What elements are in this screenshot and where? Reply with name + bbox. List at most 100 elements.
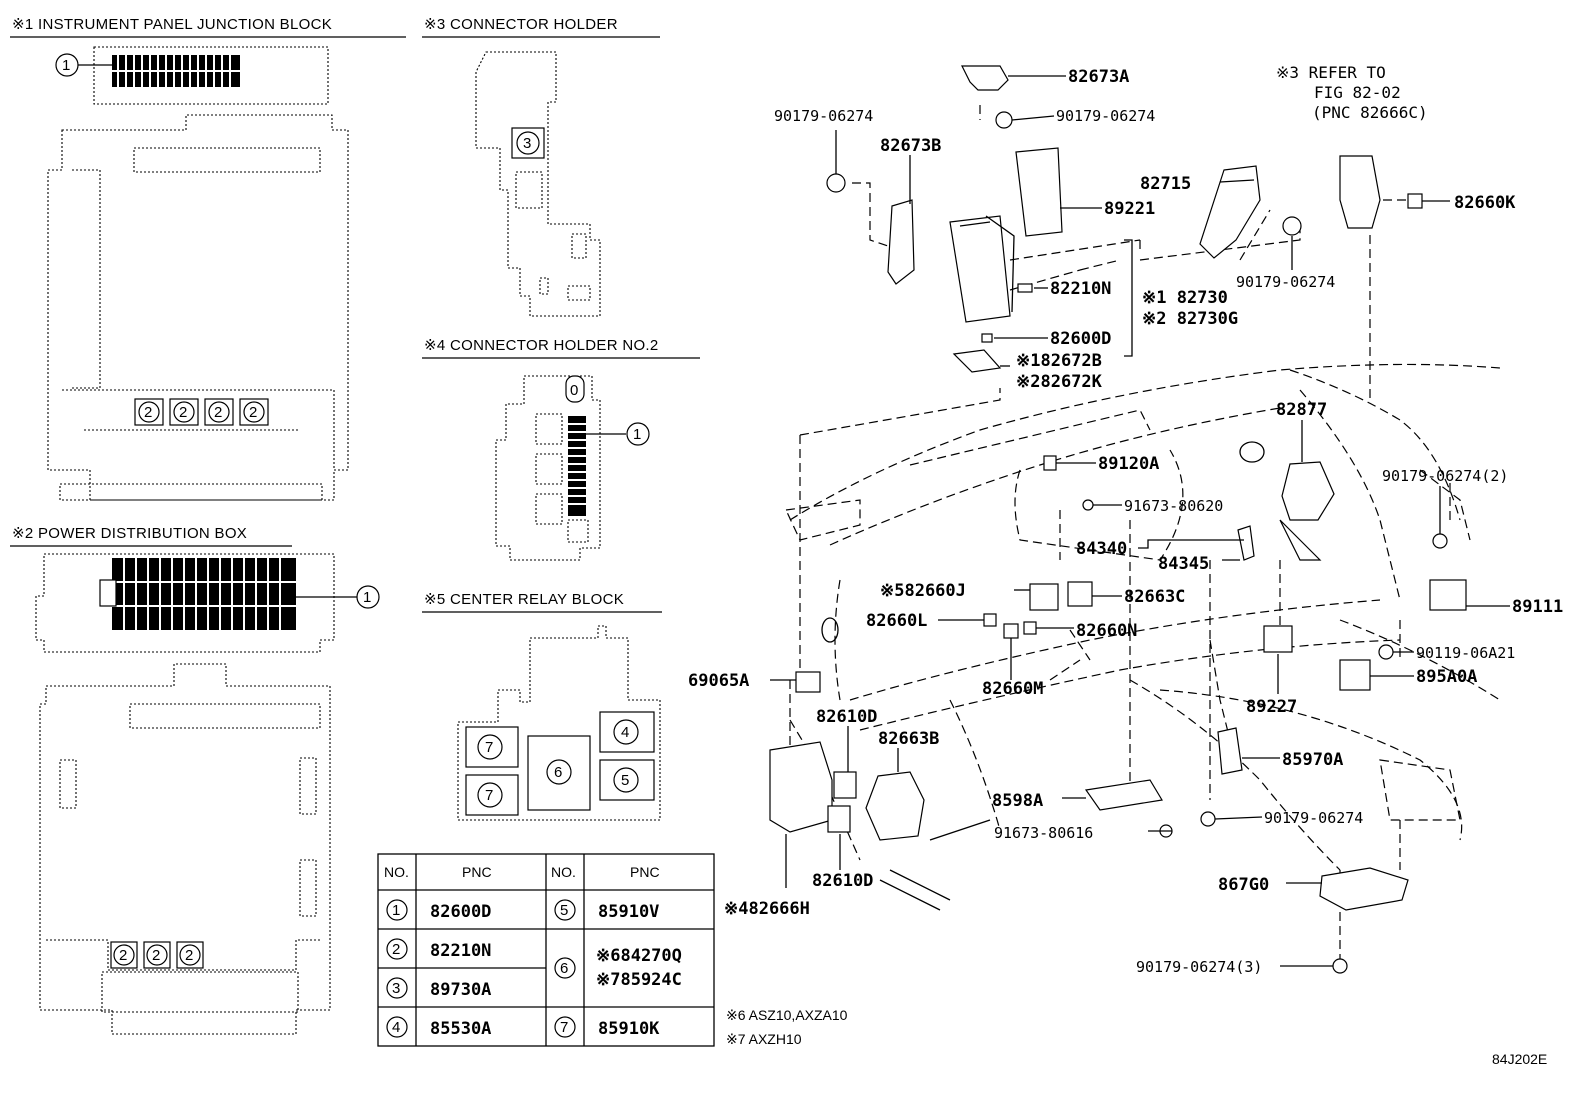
relay-82660j [1029,583,1059,611]
callout-2-b: 2 [179,404,187,421]
part-label: 90179-06274 [1264,809,1363,827]
switch-84345 [1237,525,1255,561]
th-pnc-1: PNC [462,864,492,880]
part-label: 82610D [816,707,877,727]
module-89227 [1263,625,1293,653]
part-label: 82610D [812,871,873,891]
callout-7-a: 7 [485,739,493,756]
part-label: 82660L [866,611,927,631]
part-label: 89111 [1512,597,1563,617]
part-label: ※482666H [724,899,810,919]
relay-69065a [795,671,821,693]
part-label: 90179-06274 [774,107,873,125]
callout-6: 6 [554,764,562,781]
table-pnc: 85530A [430,1019,491,1039]
bracket-8598a [1084,779,1163,811]
table-no: 5 [560,902,568,919]
part-label: 69065A [688,671,749,691]
refer-line-1: ※3 REFER TO [1276,63,1386,82]
part-label: 89227 [1246,697,1297,717]
part-label: ※1 82730 [1142,288,1228,308]
instrument-panel-junction-block: 1 2 2 2 2 [47,46,349,501]
refer-line-2: FIG 82-02 [1314,83,1401,102]
title-connector-holder-no2: ※4 CONNECTOR HOLDER NO.2 [424,337,659,354]
module-89221 [1015,147,1063,237]
part-label: 8598A [992,791,1043,811]
connector-holder-82666c [1339,155,1381,229]
callout-2-f: 2 [152,947,160,964]
table-no: 2 [392,941,400,958]
pnc-table: NO. PNC NO. PNC 1 82600D 2 82210N 3 8973… [377,853,715,1047]
part-label: 82660M [982,679,1043,699]
relay-row-pdb: 2 2 2 [110,941,204,969]
note-7: ※7 AXZH10 [726,1031,802,1047]
power-distribution-box: 1 2 2 2 [35,553,380,1035]
callout-2-a: 2 [144,404,152,421]
table-pnc: ※684270Q [596,946,682,966]
callout-2-c: 2 [214,404,222,421]
table-no: 4 [392,1019,400,1036]
part-label: 91673-80620 [1124,497,1223,515]
table-pnc: 82600D [430,902,491,922]
table-pnc: 89730A [430,980,491,1000]
part-label: 82210N [1050,279,1111,299]
callout-7-b: 7 [485,787,493,804]
table-pnc: 85910V [598,902,659,922]
callout-1-pdb: 1 [363,589,371,606]
bracket-82673a [961,65,1009,91]
part-label: ※2 82730G [1142,309,1238,329]
table-no: 3 [392,980,400,997]
bracket-82673b [887,199,915,285]
fuse-row-top [112,55,240,87]
sensor-85970a [1217,727,1243,775]
leader-lines [770,75,1510,967]
bracket-82877 [1281,461,1335,521]
table-no: 6 [560,960,568,977]
note-6: ※6 ASZ10,AXZA10 [726,1007,848,1023]
title-connector-holder: ※3 CONNECTOR HOLDER [424,16,618,33]
refer-line-3: (PNC 82666C) [1312,103,1428,122]
part-label: 867G0 [1218,875,1269,895]
part-shapes [769,65,1467,974]
part-label: 89120A [1098,454,1159,474]
title-center-relay-block: ※5 CENTER RELAY BLOCK [424,591,624,608]
table-pnc: 85910K [598,1019,660,1039]
part-label: 90179-06274(2) [1382,467,1508,485]
fuse-stack-holder [568,416,586,516]
part-label: 85970A [1282,750,1343,770]
part-label: 82663B [878,729,939,749]
callout-4: 4 [621,724,629,741]
relay-row-ipjb: 2 2 2 2 [134,398,269,426]
part-label: ※182672B [1016,351,1102,371]
table-no: 7 [560,1019,568,1036]
connector-holder-82666h [769,741,833,833]
part-label: 82877 [1276,400,1327,420]
ecu-82730 [949,215,1011,323]
connector-holder-no2: 0 1 [495,375,650,561]
relay-82663b [865,771,925,841]
relay-82663c [1067,581,1093,607]
module-867g0 [1319,867,1409,911]
part-labels: 82673A 90179-06274 90179-06274 82673B 89… [688,67,1563,976]
module-89111 [1429,579,1467,611]
callout-2-e: 2 [119,947,127,964]
part-label: 82663C [1124,587,1185,607]
guide-lines [789,105,1451,960]
cover-82672b [952,349,1002,373]
part-label: 90179-06274(3) [1136,958,1262,976]
callout-2-d: 2 [249,404,257,421]
part-label: 90119-06A21 [1416,644,1515,662]
refer-note: ※3 REFER TO FIG 82-02 (PNC 82666C) [1276,63,1428,122]
th-pnc-2: PNC [630,864,660,880]
callout-1-holder: 1 [633,426,641,443]
relay-895a0a [1339,659,1371,691]
th-no-2: NO. [551,864,576,880]
part-label: 89221 [1104,199,1155,219]
part-label: 90179-06274 [1056,107,1155,125]
part-label: 82660N [1076,621,1137,641]
part-label: 82660K [1454,193,1516,213]
dashboard-outline [785,363,1501,911]
diagram-id: 84J202E [1492,1051,1547,1067]
part-label: 82673B [880,136,941,156]
